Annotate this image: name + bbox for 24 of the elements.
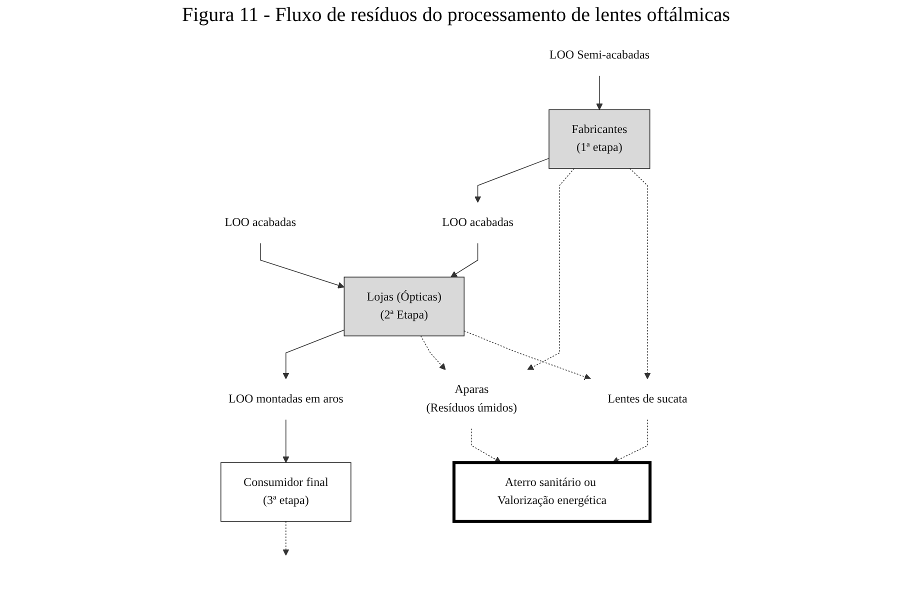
node-box: Aterro sanitário ou Valorização energética: [452, 461, 652, 523]
node-box: Lojas (Ópticas) (2ª Etapa): [344, 276, 464, 336]
arrow: [450, 242, 478, 278]
arrow: [282, 419, 290, 463]
arrow: [471, 428, 502, 463]
node-text: LOO acabadas: [224, 216, 296, 229]
node-text: LOO Semi-acabadas: [549, 48, 650, 62]
node-text: LOO montadas em aros: [228, 392, 344, 406]
node-text: Lentes de sucata: [608, 392, 688, 406]
node-text: Aparas (Resíduos úmidos): [426, 383, 518, 414]
arrow: [527, 168, 575, 370]
figure-title: Figura 11 - Fluxo de resíduos do processamento de lentes oftálmicas: [180, 4, 732, 27]
node-text: LOO acabadas: [442, 216, 514, 229]
arrow: [612, 419, 648, 463]
arrow: [282, 330, 345, 380]
arrow: [420, 336, 446, 370]
arrow: [596, 75, 603, 110]
node-box: Consumidor final (3ª etapa): [220, 462, 352, 522]
arrow: [260, 242, 344, 288]
arrow: [282, 521, 290, 556]
arrow: [474, 158, 550, 203]
arrow: [464, 330, 592, 380]
arrow: [630, 168, 651, 380]
node-box: Fabricantes (1ª etapa): [548, 109, 650, 169]
